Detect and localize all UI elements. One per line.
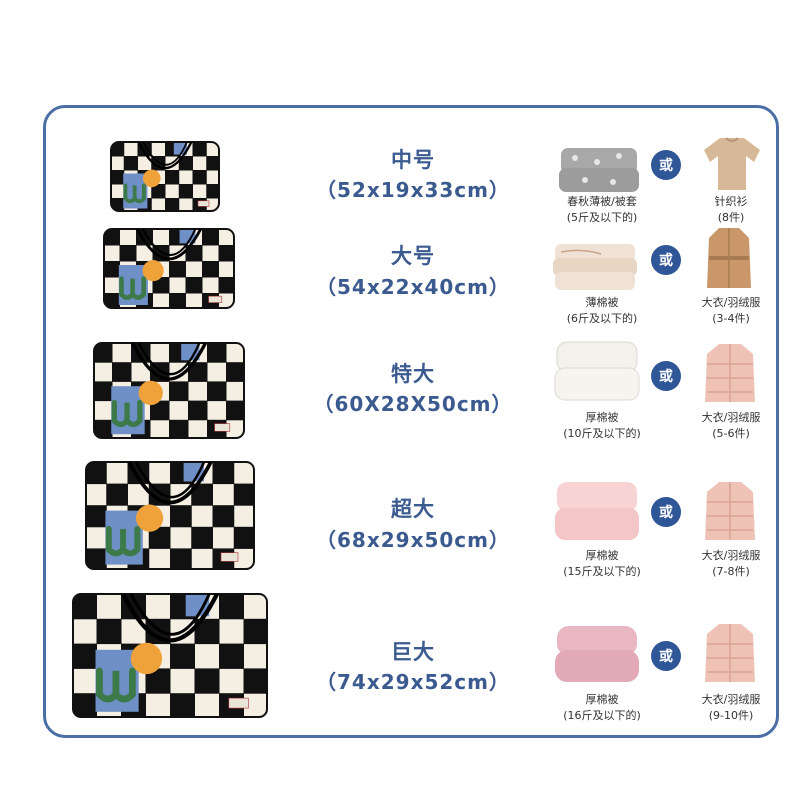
checkered-bag-xxl [85,461,255,570]
pink-down-jacket-icon [705,344,755,402]
option-a-caption: 薄棉被(6斤及以下的) [566,296,638,325]
pink-down-jacket-icon [705,624,755,682]
or-badge: 或 [651,245,681,275]
option-b-caption: 大衣/羽绒服(9-10件) [701,693,761,722]
gray-star-blanket-icon [559,148,639,192]
option-b-caption: 大衣/羽绒服(7-8件) [701,549,761,578]
size-name: 特大 [391,362,435,386]
checkered-bag-large [103,228,235,309]
size-name: 大号 [391,244,435,268]
checkered-bag-huge [72,593,268,718]
knit-sweater-icon [704,137,760,190]
or-badge: 或 [651,497,681,527]
white-thick-quilt-icon [554,341,640,401]
or-badge: 或 [651,641,681,671]
checkered-bag-extra-large [93,342,245,439]
trench-coat-icon [707,228,751,288]
option-a-caption: 厚棉被(10斤及以下的) [563,411,641,440]
option-b-caption: 针织衫(8件) [714,195,748,224]
or-badge: 或 [651,361,681,391]
size-name: 巨大 [391,640,435,664]
size-name: 超大 [391,497,435,521]
size-name: 中号 [391,148,435,172]
checkered-bag-medium [110,141,220,212]
option-b-caption: 大衣/羽绒服(5-6件) [701,411,761,440]
size-dimensions: （52x19x33cm） [316,178,510,202]
option-a-caption: 厚棉被(16斤及以下的) [563,693,641,722]
option-a-caption: 厚棉被(15斤及以下的) [563,549,641,578]
option-a-caption: 春秋薄被/被套(5斤及以下的) [566,195,638,224]
pink-down-jacket-icon [705,482,755,540]
pink-comforter-icon [555,626,639,682]
option-b-caption: 大衣/羽绒服(3-4件) [701,296,761,325]
or-badge: 或 [651,150,681,180]
size-dimensions: （54x22x40cm） [316,275,510,299]
pink-thick-quilt-icon [555,482,639,540]
size-dimensions: （68x29x50cm） [316,528,510,552]
folded-thin-quilt-icon [553,244,637,290]
size-dimensions: （74x29x52cm） [316,670,510,694]
size-dimensions: （60X28X50cm） [313,392,513,416]
